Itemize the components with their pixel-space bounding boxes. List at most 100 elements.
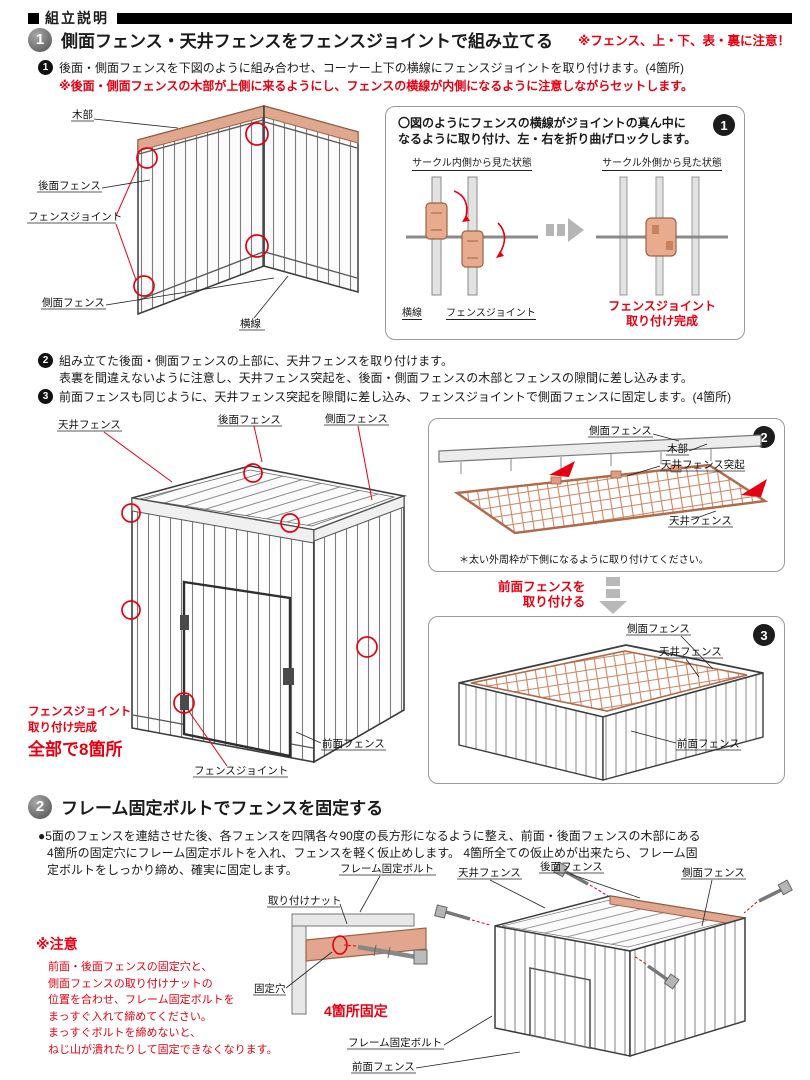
label-side-fence: 側面フェンス [325, 412, 388, 425]
label-frame-bolt-2: フレーム固定ボルト [348, 1036, 442, 1049]
section2-number-badge: 2 [28, 794, 52, 819]
corner-fence-diagram: 木部 後面フェンス フェンスジョイント 側面フェンス 横線 [27, 105, 359, 331]
joint-position-markers [133, 122, 269, 297]
caution-line: 位置を合わせ、フレーム固定ボルトを [48, 994, 235, 1006]
label-fix-4-places: 4箇所固定 [324, 1003, 388, 1019]
label-ceiling-fence: 天井フェンス [58, 418, 121, 431]
callout2-labels: 側面フェンス 木部 天井フェンス突起 天井フェンス ＊太い外周枠が下側になるよう… [459, 424, 745, 566]
step3-number: 3 [38, 389, 53, 404]
cage-side-face [629, 917, 746, 1058]
transition-arrow-icon [546, 218, 584, 242]
section1-header: 1 側面フェンス・天井フェンスをフェンスジョイントで組み立てる ※フェンス、上・… [28, 27, 790, 52]
step2: 2 組み立てた後面・側面フェンスの上部に、天井フェンスを取り付けます。 [38, 352, 453, 369]
frame-bolt [343, 944, 428, 965]
joint-leader-lines [115, 163, 140, 281]
fold-arrows [453, 190, 506, 254]
caution-line: まっすぐボルトを締めないと、 [48, 1027, 202, 1039]
label-ceiling-fence: 天井フェンス [458, 866, 521, 879]
section2-body-line1: ●5面のフェンスを連結させた後、各フェンスを四隅各々90度の長方形になるように整… [38, 829, 701, 843]
fixing-hole-marker [332, 935, 348, 955]
label-front-fence: 前面フェンス [677, 737, 740, 750]
step1-number: 1 [38, 60, 53, 75]
callout1-text: 〇図のようにフェンスの横線がジョイントの真ん中に なるように取り付け、左・右を折… [398, 115, 696, 147]
label-front-fence: 前面フェンス [352, 1060, 415, 1073]
page-header: 組立説明 [28, 8, 792, 28]
bolt-fixing-diagram: フレーム固定ボルト 取り付けナット 固定穴 4箇所固定 天井フェンス 後面フェン… [253, 860, 793, 1074]
label-fence-joint: フェンスジョイント [446, 304, 536, 320]
step3-text: 前面フェンスも同じように、天井フェンス突起を隙間に差し込み、フェンスジョイントで… [59, 390, 732, 404]
label-horizontal-wire: 横線 [240, 317, 261, 330]
inside-view-title: サークル内側から見た状態 [412, 154, 532, 171]
section1-number-badge: 1 [28, 27, 52, 52]
caution-block: ※注意 前面・後面フェンスの固定穴と、 側面フェンスの取り付けナットの 位置を合… [36, 934, 278, 1058]
label-ceiling-fence: 天井フェンス [659, 645, 722, 658]
section2-header: 2 フレーム固定ボルトでフェンスを固定する [28, 794, 790, 819]
callout-joint-detail: 1 〇図のようにフェンスの横線がジョイントの真ん中に なるように取り付け、左・右… [385, 106, 745, 340]
label-frame-bolt: フレーム固定ボルト [340, 862, 434, 875]
joint-inside-view [406, 176, 538, 296]
label-side-fence: 側面フェンス [42, 296, 105, 309]
label-side-fence: 側面フェンス [627, 622, 690, 635]
ceiling-attach-view: 側面フェンス 木部 天井フェンス突起 天井フェンス ＊太い外周枠が下側になるよう… [438, 424, 769, 566]
step1: 1 後面・側面フェンスを下図のように組み合わせ、コーナー上下の横線にフェンスジョ… [38, 59, 684, 76]
step1-warning: ※後面・側面フェンスの木部が上側に来るようにし、フェンスの横線が内側になるように… [59, 79, 693, 93]
side-fence [313, 494, 405, 764]
step2-text-line2: 表裏を間違えないように注意し、天井フェンス突起を、後面・側面フェンスの木部とフェ… [59, 371, 693, 385]
attach-front-line1: 前面フェンスを [498, 580, 586, 594]
label-rear-fence: 後面フェンス [540, 860, 603, 873]
cage-side-face [602, 672, 764, 781]
label-fence-joint: フェンスジョイント [194, 765, 288, 777]
outside-view-title: サークル外側から見た状態 [602, 154, 722, 171]
section1-caution-note: ※フェンス、上・下、表・裏に注意！ [578, 34, 790, 48]
label-front-fence: 前面フェンス [322, 737, 385, 750]
joint-total-count: 全部で8箇所 [27, 739, 122, 759]
caution-line: 側面フェンスの取り付けナットの [48, 977, 213, 990]
cage-door [180, 580, 294, 758]
cage-with-bolts [434, 861, 793, 1058]
joint-outside-view [596, 176, 728, 296]
joint-complete-note: フェンスジョイント 取り付け完成 [588, 299, 736, 329]
label-side-fence: 側面フェンス [682, 866, 745, 879]
down-arrow-icon [599, 577, 628, 614]
front-attached-view: 側面フェンス 天井フェンス 前面フェンス [458, 622, 764, 781]
label-fence-joint: フェンスジョイント [28, 211, 122, 223]
rear-fence-panel [137, 105, 265, 316]
joint-complete-line2: 取り付け完成 [28, 720, 97, 734]
callout-front-attached: 3 側面フェンス [428, 616, 785, 784]
assembled-cage-diagram: 天井フェンス 後面フェンス 側面フェンス 前面フェンス フェンスジョイント フェ… [27, 412, 407, 778]
side-fence-panel [263, 105, 359, 293]
ceiling-fence-grid [453, 463, 769, 535]
callout2-frame-note: ＊太い外周枠が下側になるように取り付けてください。 [459, 553, 709, 566]
label-side-fence: 側面フェンス [589, 424, 652, 437]
section2-body-line2: 4箇所の固定穴にフレーム固定ボルトを入れ、フェンスを軽く仮止めします。 4箇所全… [47, 846, 698, 860]
corner-diagram-labels: 木部 後面フェンス フェンスジョイント 側面フェンス 横線 [27, 108, 289, 331]
header-rule-bar [117, 12, 792, 24]
joint-markers [121, 463, 378, 714]
caution-title: ※注意 [36, 936, 78, 952]
bolt-closeup [291, 913, 428, 1015]
side-fence-rail [438, 434, 762, 474]
label-horizontal-wire: 横線 [402, 304, 422, 320]
label-leader-lines [103, 425, 373, 767]
joint-complete-line1: フェンスジョイント [28, 705, 131, 718]
step2-number: 2 [38, 353, 53, 368]
attach-front-note: 前面フェンスを 取り付ける [498, 576, 631, 614]
caution-line: まっすぐ入れて締めてください。 [48, 1010, 212, 1023]
header-bullet-square [28, 12, 39, 24]
caution-line: ねじ山が潰れたりして固定できなくなります。 [48, 1043, 278, 1056]
callout3-labels: 側面フェンス 天井フェンス 前面フェンス [626, 622, 741, 751]
joint-complete-line2: 取り付け完成 [625, 314, 698, 328]
caution-line: 前面・後面フェンスの固定穴と、 [48, 961, 213, 973]
label-ceiling-fence: 天井フェンス [669, 514, 732, 527]
label-ceiling-protrusion: 天井フェンス突起 [661, 458, 745, 471]
step1-text: 後面・側面フェンスを下図のように組み合わせ、コーナー上下の横線にフェンスジョイン… [59, 61, 684, 75]
callout3-badge: 3 [753, 624, 775, 646]
label-rear-fence: 後面フェンス [218, 413, 281, 426]
label-rear-fence: 後面フェンス [38, 179, 101, 192]
label-wood: 木部 [667, 442, 688, 455]
step2-text: 組み立てた後面・側面フェンスの上部に、天井フェンスを取り付けます。 [59, 354, 453, 368]
inside-view-panel: サークル内側から見た状態 [396, 153, 548, 304]
callout1-badge: 1 [713, 114, 735, 136]
label-fixing-hole: 固定穴 [254, 982, 286, 995]
